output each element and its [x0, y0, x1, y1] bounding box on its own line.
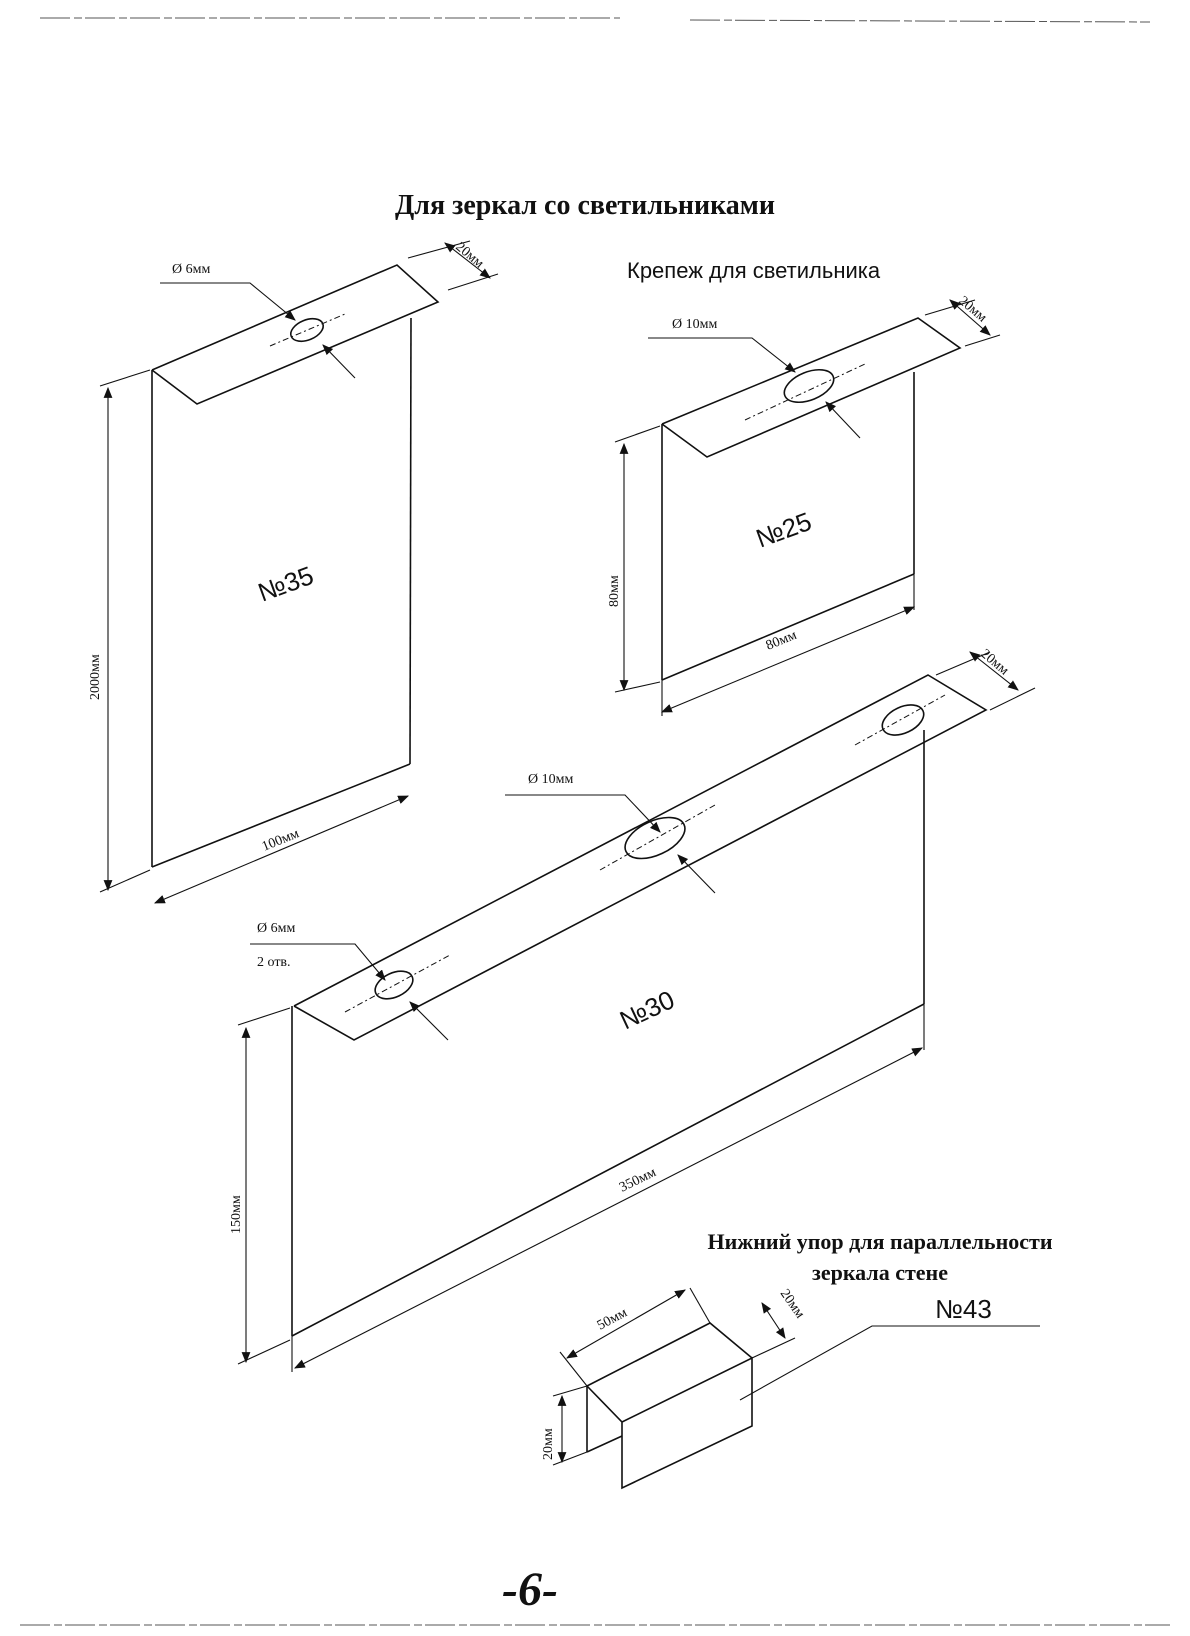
hole-icon [374, 970, 414, 1000]
part-25: Крепеж для светильника Ø 10мм 20мм 80мм … [607, 258, 1001, 716]
part-43: Нижний упор для параллельности зеркала с… [541, 1229, 1053, 1490]
part35-width: 20мм [452, 240, 486, 272]
part43-length: 50мм [595, 1305, 630, 1333]
hole-icon [624, 816, 686, 860]
part35-length: 100мм [260, 826, 302, 854]
page-title: Для зеркал со светильниками [395, 190, 775, 221]
part25-length: 80мм [764, 628, 799, 654]
part25-caption: Крепеж для светильника [627, 258, 881, 283]
part-35: Ø 6мм 20мм 2000мм 100мм №35 [88, 240, 499, 904]
part-label: №25 [752, 506, 816, 554]
hole-icon [783, 368, 835, 404]
part35-hole: Ø 6мм [172, 262, 210, 277]
part43-caption-line2: зеркала стене [812, 1260, 948, 1285]
part-label: №43 [935, 1294, 992, 1324]
part30-length: 350мм [617, 1165, 659, 1196]
hole-icon [881, 704, 925, 736]
part30-hole-count: 2 отв. [257, 955, 291, 970]
part30-hole-center: Ø 10мм [528, 772, 573, 787]
part-label: №35 [254, 560, 318, 608]
part25-height: 80мм [607, 575, 622, 607]
part43-height: 20мм [541, 1428, 556, 1460]
page-number: -6- [502, 1563, 558, 1616]
part43-caption-line1: Нижний упор для параллельности [707, 1229, 1052, 1254]
part30-hole-side: Ø 6мм [257, 921, 295, 936]
part35-height: 2000мм [88, 654, 103, 700]
part43-width: 20мм [777, 1287, 808, 1322]
part25-hole: Ø 10мм [672, 317, 717, 332]
scan-artifacts [20, 17, 1170, 1626]
part-label: №30 [615, 984, 679, 1035]
part30-height: 150мм [229, 1195, 244, 1234]
